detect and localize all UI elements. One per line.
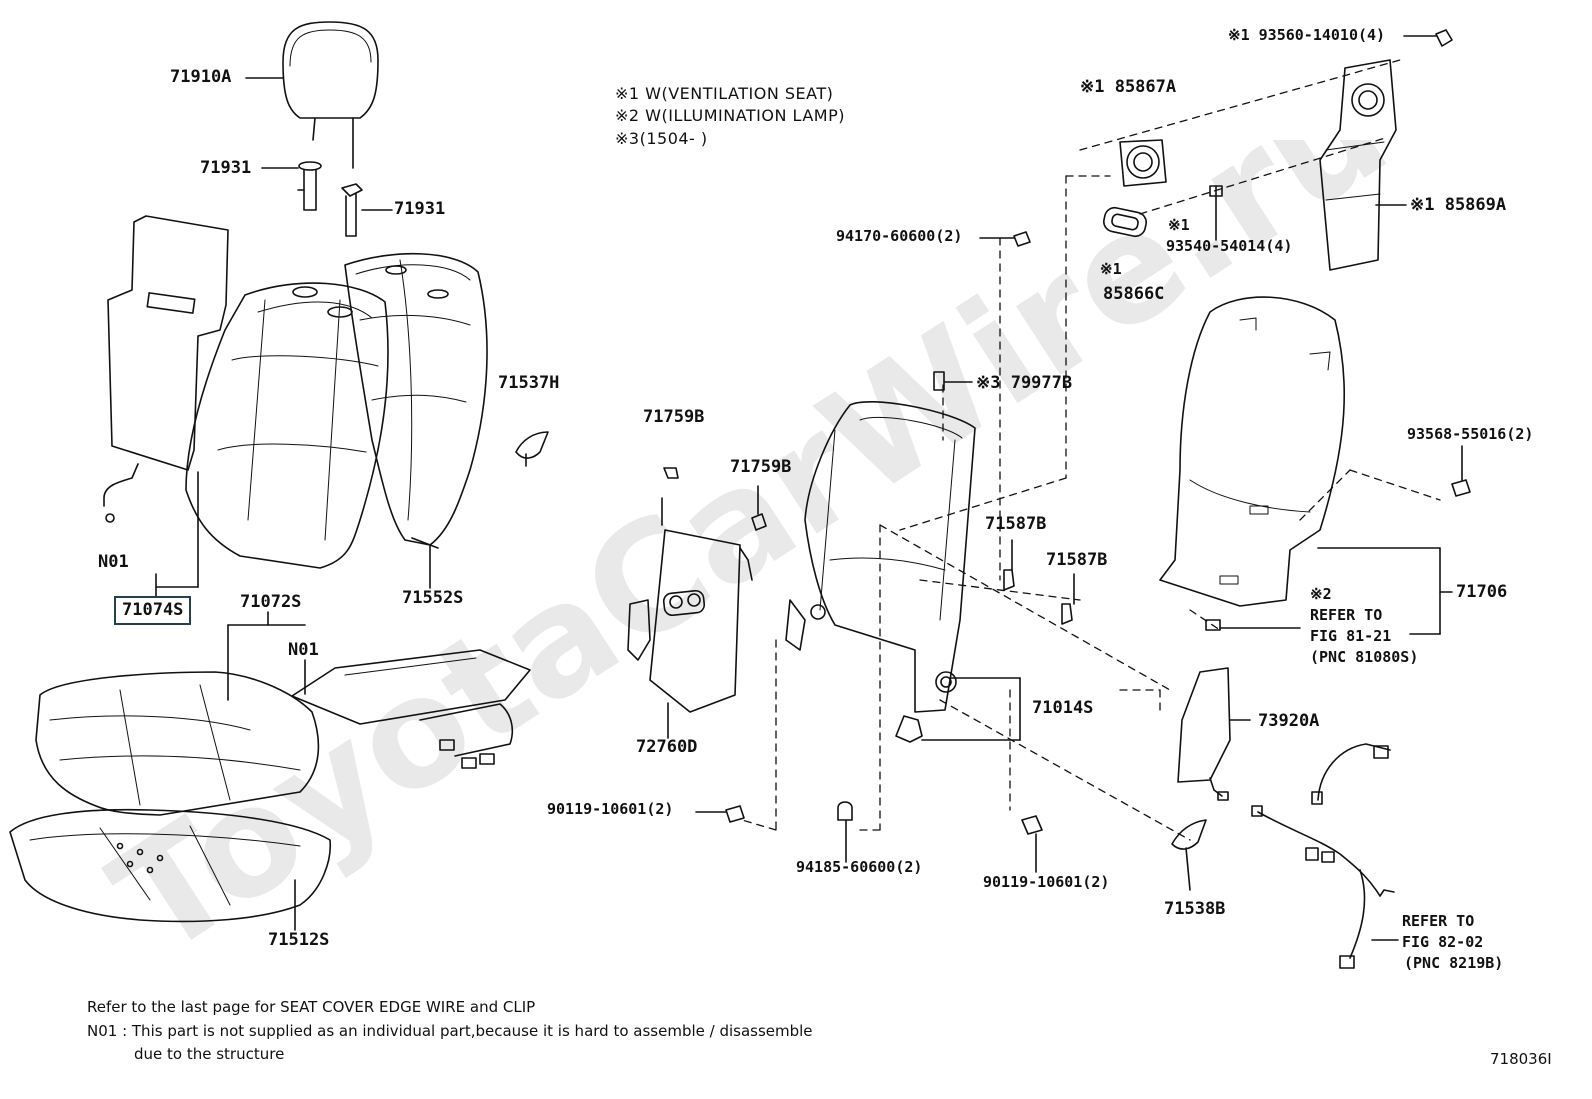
part-label-71074s[interactable]: 71074S	[114, 596, 192, 625]
seatback-pad-sheet	[103, 215, 229, 597]
part-label-n01-seatback[interactable]: N01	[98, 552, 129, 572]
part-label-71537h[interactable]: 71537H	[498, 373, 560, 393]
headrest-guide-drawing	[261, 161, 393, 237]
part-label-85866c[interactable]: 85866C	[1103, 284, 1165, 304]
part-label-71759b-lower[interactable]: 71759B	[730, 457, 792, 477]
refer-81-21-line3[interactable]: (PNC 81080S)	[1310, 648, 1419, 666]
part-label-71072s[interactable]: 71072S	[240, 592, 302, 612]
seat-cushion-cover-drawing	[35, 611, 320, 816]
side-airbag-drawing	[1177, 667, 1251, 801]
seatback-board-drawing	[1159, 296, 1453, 635]
part-label-71587b-left[interactable]: 71587B	[985, 514, 1047, 534]
part-label-79977b[interactable]: ※3 79977B	[976, 373, 1073, 393]
bolt-93568-drawing	[1451, 445, 1471, 497]
part-label-71587b-right[interactable]: 71587B	[1046, 550, 1108, 570]
part-label-71538b[interactable]: 71538B	[1164, 899, 1226, 919]
part-label-71552s[interactable]: 71552S	[402, 588, 464, 608]
legend-illumination: ※2 W(ILLUMINATION LAMP)	[615, 106, 845, 125]
refer-82-02-line1[interactable]: REFER TO	[1402, 912, 1475, 930]
seat-cushion-pad-drawing	[9, 808, 332, 931]
part-label-85866c-mark[interactable]: ※1	[1100, 260, 1122, 278]
part-label-93540-mark[interactable]: ※1	[1168, 216, 1190, 234]
dashed-leaders	[741, 59, 1441, 841]
bracket-71587b-drawing	[1003, 539, 1075, 625]
part-label-85867a[interactable]: ※1 85867A	[1080, 77, 1177, 97]
part-label-71931-upper[interactable]: 71931	[200, 158, 252, 178]
lumbar-panel-drawing	[627, 497, 753, 739]
seatback-pad-drawing	[344, 252, 488, 589]
diagram-id: 718036I	[1490, 1050, 1552, 1068]
footer-note-n01: N01 : This part is not supplied as an in…	[87, 1022, 813, 1040]
part-label-71706[interactable]: 71706	[1456, 582, 1508, 602]
footer-note-n01-cont: due to the structure	[134, 1045, 285, 1063]
part-label-73920a[interactable]: 73920A	[1258, 711, 1320, 731]
part-label-93568[interactable]: 93568-55016(2)	[1407, 425, 1534, 443]
legend-date: ※3(1504- )	[615, 129, 708, 148]
refer-81-21-line2[interactable]: FIG 81-21	[1310, 627, 1392, 645]
part-label-93560[interactable]: ※1 93560-14010(4)	[1228, 26, 1386, 44]
part-label-93540[interactable]: 93540-54014(4)	[1166, 237, 1293, 255]
part-label-71512s[interactable]: 71512S	[268, 930, 330, 950]
part-label-90119-right[interactable]: 90119-10601(2)	[983, 873, 1110, 891]
part-label-85869a[interactable]: ※1 85869A	[1410, 195, 1507, 215]
part-label-71931-lower[interactable]: 71931	[394, 199, 446, 219]
bottom-bolts-drawing	[695, 231, 1043, 873]
legend-ventilation: ※1 W(VENTILATION SEAT)	[615, 84, 834, 103]
trim-71537h-drawing	[515, 431, 549, 467]
refer-82-02-line2[interactable]: FIG 82-02	[1402, 933, 1484, 951]
headrest-drawing	[245, 21, 379, 169]
part-label-n01-cushion[interactable]: N01	[288, 640, 319, 660]
seatback-cover-drawing	[185, 282, 389, 569]
clip-71759b-drawing	[663, 467, 767, 531]
refer-81-21-line1[interactable]: REFER TO	[1310, 606, 1383, 624]
seat-heater-sheet	[291, 649, 531, 769]
part-label-71014s[interactable]: 71014S	[1032, 698, 1094, 718]
wire-harness-drawing	[1251, 743, 1399, 969]
ventilation-duct-drawing	[1319, 29, 1453, 271]
part-label-90119-left[interactable]: 90119-10601(2)	[547, 800, 674, 818]
seatback-frame-drawing	[785, 401, 1021, 743]
connector-79977b-drawing	[933, 371, 973, 391]
part-label-94185[interactable]: 94185-60600(2)	[796, 858, 923, 876]
part-label-71910a[interactable]: 71910A	[170, 67, 232, 87]
trim-71538b-drawing	[1171, 819, 1207, 891]
part-label-94170[interactable]: 94170-60600(2)	[836, 227, 963, 245]
footer-note-edge-wire: Refer to the last page for SEAT COVER ED…	[87, 998, 536, 1016]
refer-82-02-line3[interactable]: (PNC 8219B)	[1404, 954, 1504, 972]
part-label-71759b-upper[interactable]: 71759B	[643, 407, 705, 427]
part-label-72760d[interactable]: 72760D	[636, 737, 698, 757]
refer-81-21-mark: ※2	[1310, 585, 1332, 603]
ventilation-fan-drawing	[1103, 139, 1223, 241]
